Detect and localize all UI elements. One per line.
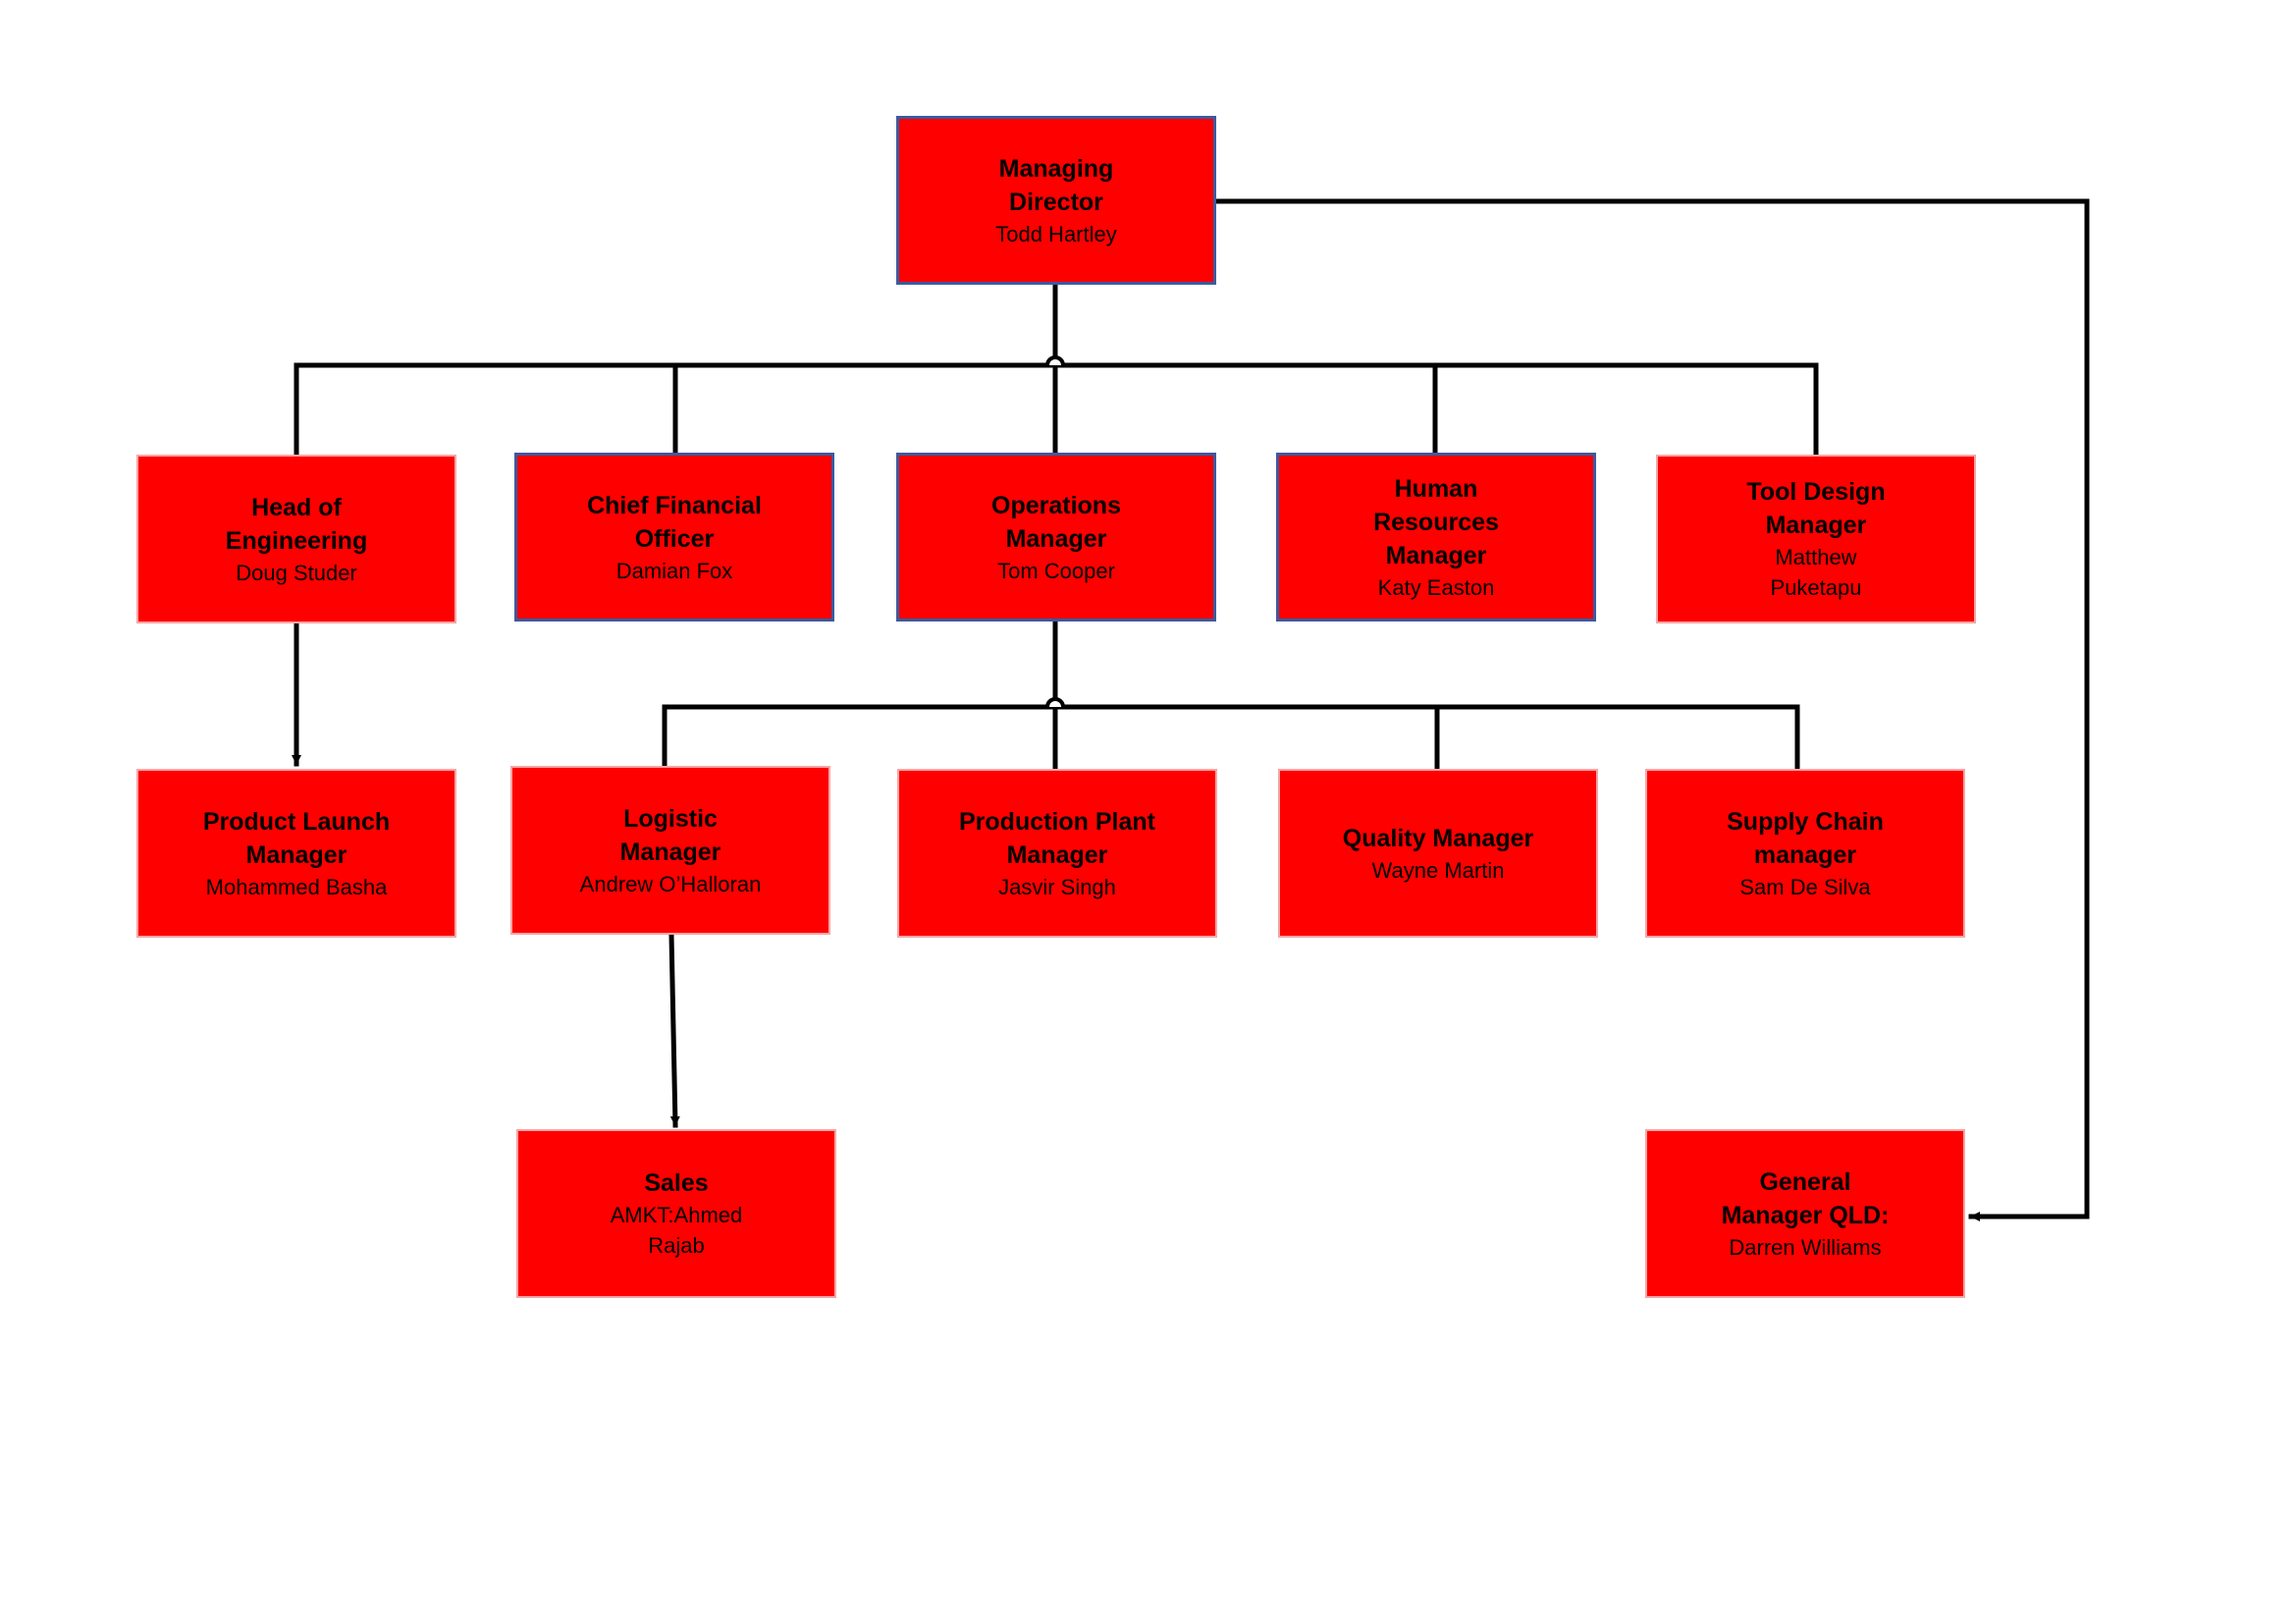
node-tool-design-manager: Tool Design Manager Matthew Puketapu <box>1656 455 1976 623</box>
node-supply-chain-manager: Supply Chain manager Sam De Silva <box>1645 769 1965 938</box>
node-operations-manager: Operations Manager Tom Cooper <box>896 453 1216 622</box>
node-person: Mohammed Basha <box>205 874 388 899</box>
node-person: AMKT:Ahmed Rajab <box>610 1203 743 1258</box>
node-title: Operations Manager <box>991 491 1121 553</box>
node-person: Andrew O’Halloran <box>579 871 762 896</box>
node-title: Supply Chain manager <box>1727 807 1884 869</box>
node-logistic-manager: Logistic Manager Andrew O’Halloran <box>510 766 830 935</box>
node-person: Wayne Martin <box>1371 857 1505 883</box>
node-title: Chief Financial Officer <box>587 491 762 553</box>
node-person: Matthew Puketapu <box>1770 545 1862 600</box>
node-title: Managing Director <box>998 154 1114 216</box>
node-human-resources-manager: Human Resources Manager Katy Easton <box>1276 453 1596 622</box>
node-general-manager-qld: General Manager QLD: Darren Williams <box>1645 1129 1965 1298</box>
node-title: Human Resources Manager <box>1373 474 1499 569</box>
node-title: General Manager QLD: <box>1721 1167 1890 1229</box>
node-quality-manager: Quality Manager Wayne Martin <box>1278 769 1598 938</box>
node-title: Logistic Manager <box>619 804 721 866</box>
node-title: Sales <box>644 1169 709 1197</box>
node-person: Darren Williams <box>1729 1234 1882 1260</box>
line-hop-level1 <box>1045 355 1065 366</box>
node-managing-director: Managing Director Todd Hartley <box>896 116 1216 285</box>
node-person: Todd Hartley <box>995 221 1117 246</box>
node-title: Production Plant Manager <box>959 807 1155 869</box>
node-sales: Sales AMKT:Ahmed Rajab <box>516 1129 836 1298</box>
node-title: Head of Engineering <box>225 493 368 555</box>
node-person: Damian Fox <box>615 558 733 583</box>
node-person: Sam De Silva <box>1739 874 1871 899</box>
node-title: Product Launch Manager <box>202 807 391 869</box>
node-chief-financial-officer: Chief Financial Officer Damian Fox <box>514 453 834 622</box>
node-person: Katy Easton <box>1377 574 1495 600</box>
node-title: Quality Manager <box>1342 824 1534 852</box>
arrow-md-to-general-manager <box>1213 198 2090 1221</box>
line-hop-level2 <box>1045 697 1065 708</box>
node-person: Tom Cooper <box>997 558 1115 583</box>
node-product-launch-manager: Product Launch Manager Mohammed Basha <box>136 769 456 938</box>
node-head-of-engineering: Head of Engineering Doug Studer <box>136 455 456 623</box>
node-production-plant-manager: Production Plant Manager Jasvir Singh <box>897 769 1217 938</box>
node-title: Tool Design Manager <box>1746 478 1886 539</box>
node-person: Doug Studer <box>236 560 357 585</box>
arrow-logistic-to-sales <box>668 932 680 1128</box>
node-person: Jasvir Singh <box>998 874 1116 899</box>
